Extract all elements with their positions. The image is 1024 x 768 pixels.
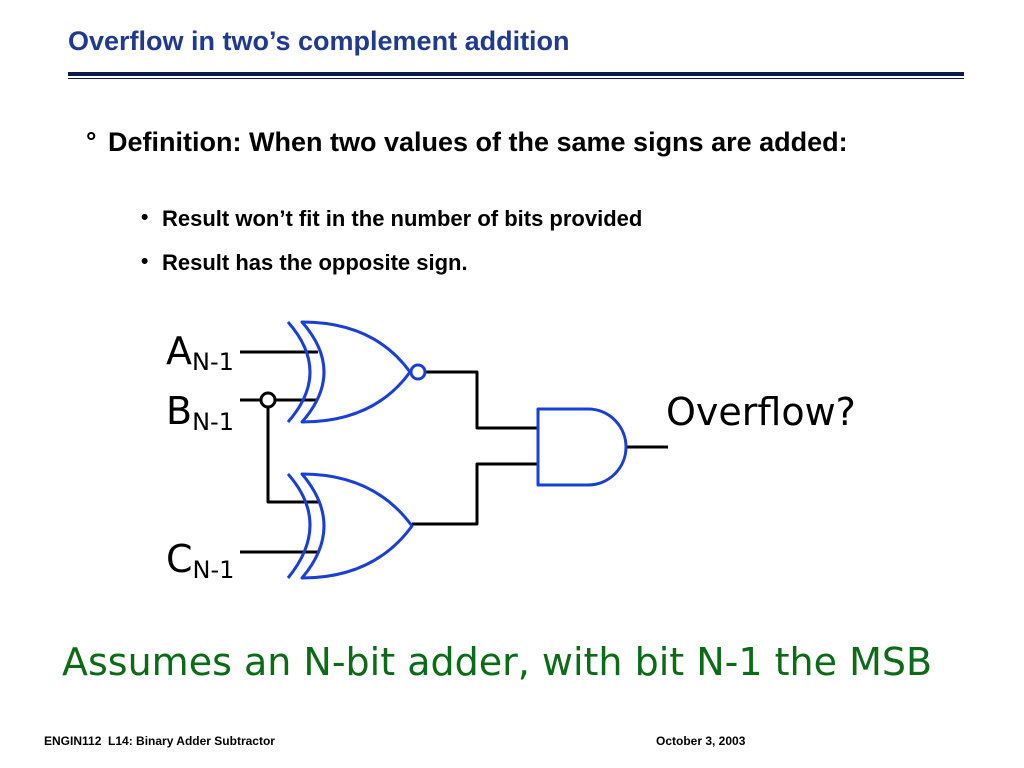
and-gate	[536, 407, 628, 487]
footer-date: October 3, 2003	[656, 734, 746, 748]
wire-nor-out	[425, 370, 538, 430]
or-gate	[286, 472, 414, 580]
input-label-a: AN-1	[166, 329, 234, 376]
title-rule	[68, 72, 964, 76]
output-label: Overflow?	[666, 390, 856, 434]
wire-or-out	[412, 462, 538, 526]
input-label-b: BN-1	[166, 389, 234, 436]
nor-gate	[286, 320, 427, 424]
definition-bullet: Definition: When two values of the same …	[108, 127, 848, 157]
wire-b-branch	[266, 407, 318, 504]
footer-course: ENGIN112 L14: Binary Adder Subtractor	[44, 734, 275, 748]
sub-bullet-1: Result won’t fit in the number of bits p…	[162, 206, 643, 231]
sub-bullet-2: Result has the opposite sign.	[162, 250, 468, 275]
slide-title: Overflow in two’s complement addition	[68, 26, 570, 56]
assumption-note: Assumes an N-bit adder, with bit N-1 the…	[62, 640, 933, 684]
inversion-bubble	[409, 363, 427, 381]
sub-bullet-marker: •	[141, 250, 149, 273]
title-rule-thin	[68, 78, 964, 79]
input-label-c: CN-1	[166, 537, 235, 584]
inversion-bubble	[259, 391, 277, 409]
bullet-marker: °	[86, 126, 97, 156]
sub-bullet-marker: •	[141, 206, 149, 229]
